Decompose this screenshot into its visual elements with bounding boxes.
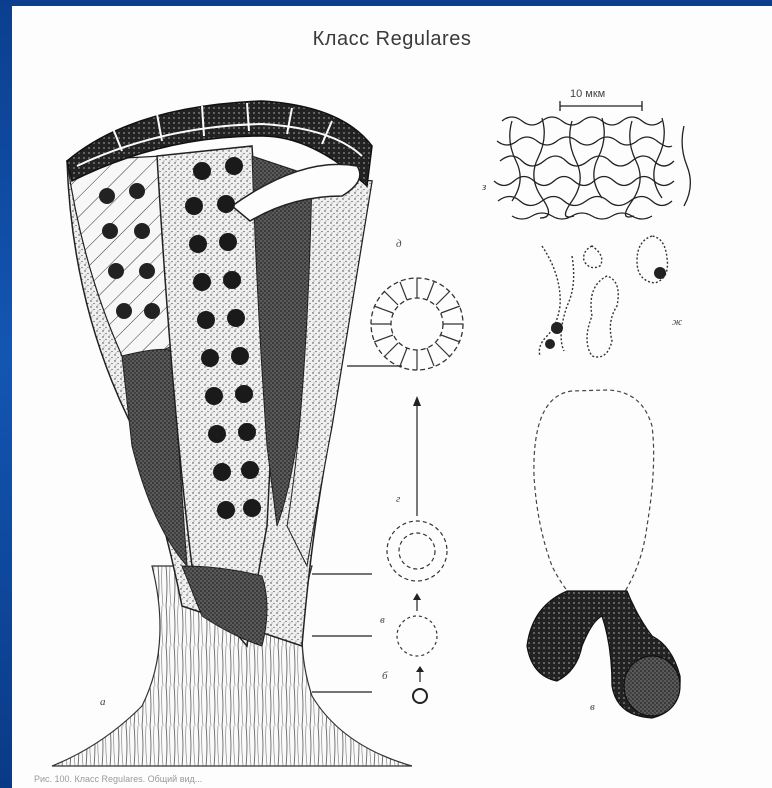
label-d: д (396, 238, 402, 250)
label-zh: ж (672, 316, 682, 328)
label-z: з (482, 181, 486, 193)
label-a: а (100, 696, 106, 708)
cell-chains-drawing (539, 236, 667, 357)
scale-bar (560, 101, 642, 111)
developmental-stages-drawing (371, 278, 463, 703)
label-g: г (396, 493, 400, 505)
archaeocyath-cup-drawing (52, 101, 412, 766)
scale-bar-label: 10 мкм (570, 88, 605, 100)
figure-caption: Рис. 100. Класс Regulares. Общий вид... (34, 774, 202, 784)
slide: Класс Regulares (12, 6, 772, 788)
flask-organism-drawing (527, 390, 680, 718)
label-v-small: в (380, 614, 385, 626)
figure-illustration (12, 6, 772, 788)
microstructure-drawing (494, 117, 690, 219)
label-b: б (382, 670, 388, 682)
label-v-large: в (590, 701, 595, 713)
